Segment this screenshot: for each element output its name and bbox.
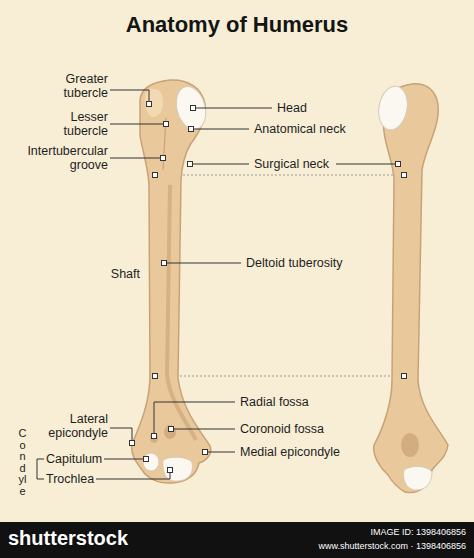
- part-label: Capitulum: [46, 452, 102, 466]
- marker: [153, 374, 158, 379]
- leader-line: [110, 124, 166, 125]
- part-label: Trochlea: [46, 472, 94, 486]
- condyle-bracket: [37, 459, 44, 479]
- leader-line: [190, 164, 249, 165]
- trochlea: [163, 457, 193, 481]
- part-label: Radial fossa: [240, 395, 309, 409]
- leader-line: [193, 108, 272, 109]
- marker: [169, 427, 174, 432]
- part-label: Coronoid fossa: [240, 422, 324, 436]
- part-label: Anatomical neck: [254, 122, 346, 136]
- marker: [130, 441, 135, 446]
- leader-markers: [130, 102, 407, 473]
- marker: [203, 450, 208, 455]
- leader-line: [104, 459, 146, 460]
- marker: [147, 102, 152, 107]
- leader-line: [336, 164, 398, 165]
- marker: [191, 106, 196, 111]
- marker: [164, 122, 169, 127]
- part-label: Medial epicondyle: [240, 445, 340, 459]
- watermark: www.shutterstock.com · 1398406856: [318, 541, 466, 551]
- part-label: Lesser tubercle: [36, 110, 108, 139]
- marker: [189, 127, 194, 132]
- part-label: Shaft: [111, 267, 140, 281]
- shaft-region-box: [155, 175, 404, 376]
- part-label: Greater tubercle: [36, 72, 108, 101]
- bone-outline: [374, 84, 448, 493]
- watermark: IMAGE ID: 1398406856: [370, 527, 466, 537]
- olecranon-fossa: [401, 433, 419, 457]
- leader-line: [154, 402, 235, 436]
- group-label: Condyle: [17, 428, 28, 497]
- marker: [144, 457, 149, 462]
- diagram-title: Anatomy of Humerus: [0, 12, 474, 38]
- radial-fossa: [150, 433, 158, 443]
- marker: [396, 162, 401, 167]
- part-label: Deltoid tuberosity: [246, 256, 343, 270]
- leader-line: [191, 129, 249, 130]
- part-label: Surgical neck: [254, 157, 329, 171]
- marker: [153, 173, 158, 178]
- anterior-humerus: [132, 80, 211, 483]
- capitulum: [143, 453, 159, 471]
- posterior-humerus: [374, 84, 448, 493]
- bone-outline: [132, 80, 211, 483]
- marker: [162, 261, 167, 266]
- part-label: Head: [277, 101, 307, 115]
- greater-tubercle: [145, 89, 163, 117]
- marker: [402, 173, 407, 178]
- watermark: shutterstock: [8, 527, 128, 550]
- leader-line: [171, 429, 235, 430]
- marker: [152, 434, 157, 439]
- marker: [188, 162, 193, 167]
- leader-line: [205, 452, 235, 453]
- leader-line: [110, 90, 149, 104]
- leader-line: [164, 263, 241, 264]
- trochlea: [403, 466, 432, 490]
- marker: [168, 468, 173, 473]
- leader-line: [110, 428, 132, 443]
- coronoid-fossa: [164, 425, 176, 439]
- leader-line: [110, 158, 163, 159]
- part-label: Lateral epicondyle: [30, 412, 108, 441]
- leader-line: [96, 470, 170, 479]
- part-label: Intertubercular groove: [8, 144, 108, 173]
- marker: [161, 156, 166, 161]
- humeral-head: [375, 84, 410, 132]
- marker: [402, 374, 407, 379]
